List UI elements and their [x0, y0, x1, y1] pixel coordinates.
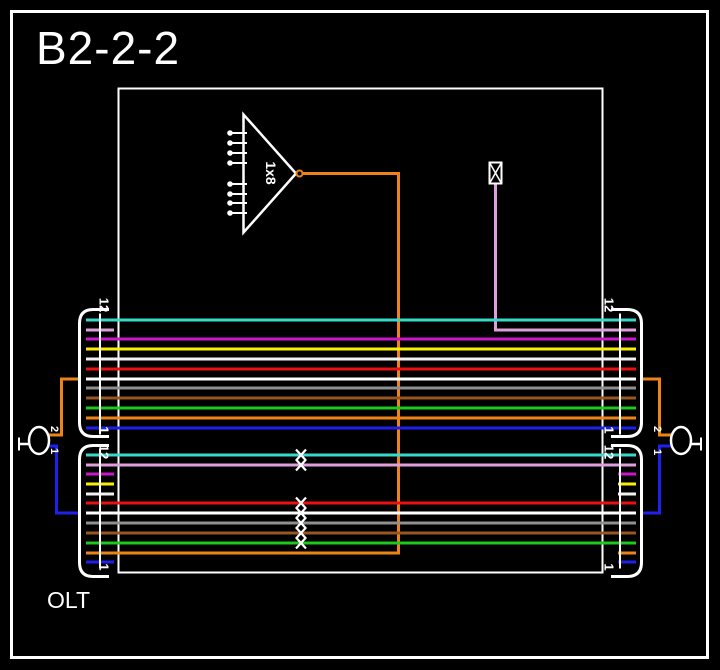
right-feeder-jumper-blue: [640, 444, 672, 515]
splitter-input-dot-1: [227, 130, 233, 136]
splice-x-mark-6: [295, 506, 307, 520]
splitter-input-dot-3: [227, 150, 233, 156]
splitter-input-dot-2: [227, 140, 233, 146]
right-feeder-fiber2-label: 2: [651, 426, 663, 432]
diagram-background-layer: [10, 10, 709, 659]
splice-x-mark-11: [295, 458, 307, 472]
page-title: B2-2-2: [36, 22, 180, 74]
upper-right-panel-bracket: [611, 308, 643, 438]
splitter-input-dot-7: [227, 200, 233, 206]
upper-left-panel-bracket: [78, 308, 109, 438]
olt-label: OLT: [47, 587, 90, 613]
splice-x-mark-12: [295, 448, 307, 462]
splice-x-mark-3: [295, 536, 307, 550]
lower-left-panel-top-label: 12: [97, 445, 112, 459]
right-feeder-circle: [669, 425, 693, 456]
splitter-input-dot-5: [227, 181, 233, 187]
splitter-triangle-icon: [242, 111, 298, 236]
upper-left-panel-bottom-label: 1: [97, 426, 112, 433]
upper-left-panel-top-label: 12: [97, 298, 112, 312]
outer-border: [10, 10, 709, 659]
right-feeder-fiber1-label: 1: [651, 449, 663, 455]
attenuator-x-icon: [488, 162, 503, 184]
splitter-output-connector-dot: [295, 169, 304, 178]
attenuator-drop-fiber: [494, 183, 636, 332]
left-feeder-fiber2-label: 2: [48, 426, 60, 432]
left-feeder-jumper-blue: [48, 444, 80, 515]
splice-x-mark-4: [295, 526, 307, 540]
splice-x-mark-5: [295, 516, 307, 530]
left-feeder-jumper-orange: [48, 377, 80, 437]
upper-right-panel-top-label: 12: [602, 298, 617, 312]
fiber-ports-layer: [86, 130, 636, 569]
splitter-input-dot-8: [227, 210, 233, 216]
left-feeder-circle: [27, 425, 51, 456]
lower-right-panel-top-label: 12: [602, 445, 617, 459]
left-feeder-fiber1-label: 1: [48, 448, 60, 454]
diagram-foreground-layer: B2-2-2 1x8 12 1 12 1 12 1 12 1 2 1 2 1: [18, 22, 702, 613]
splice-x-mark-7: [295, 496, 307, 510]
splitter-output-fiber: [302, 172, 400, 553]
right-feeder-jumper-orange: [640, 377, 672, 437]
splitter-ratio-label: 1x8: [263, 161, 279, 185]
lower-right-panel-bottom-label: 1: [602, 563, 617, 570]
splitter-input-dot-6: [227, 191, 233, 197]
splitter-input-dot-4: [227, 160, 233, 166]
upper-right-panel-bottom-label: 1: [602, 426, 617, 433]
lower-left-panel-bottom-label: 1: [97, 563, 112, 570]
